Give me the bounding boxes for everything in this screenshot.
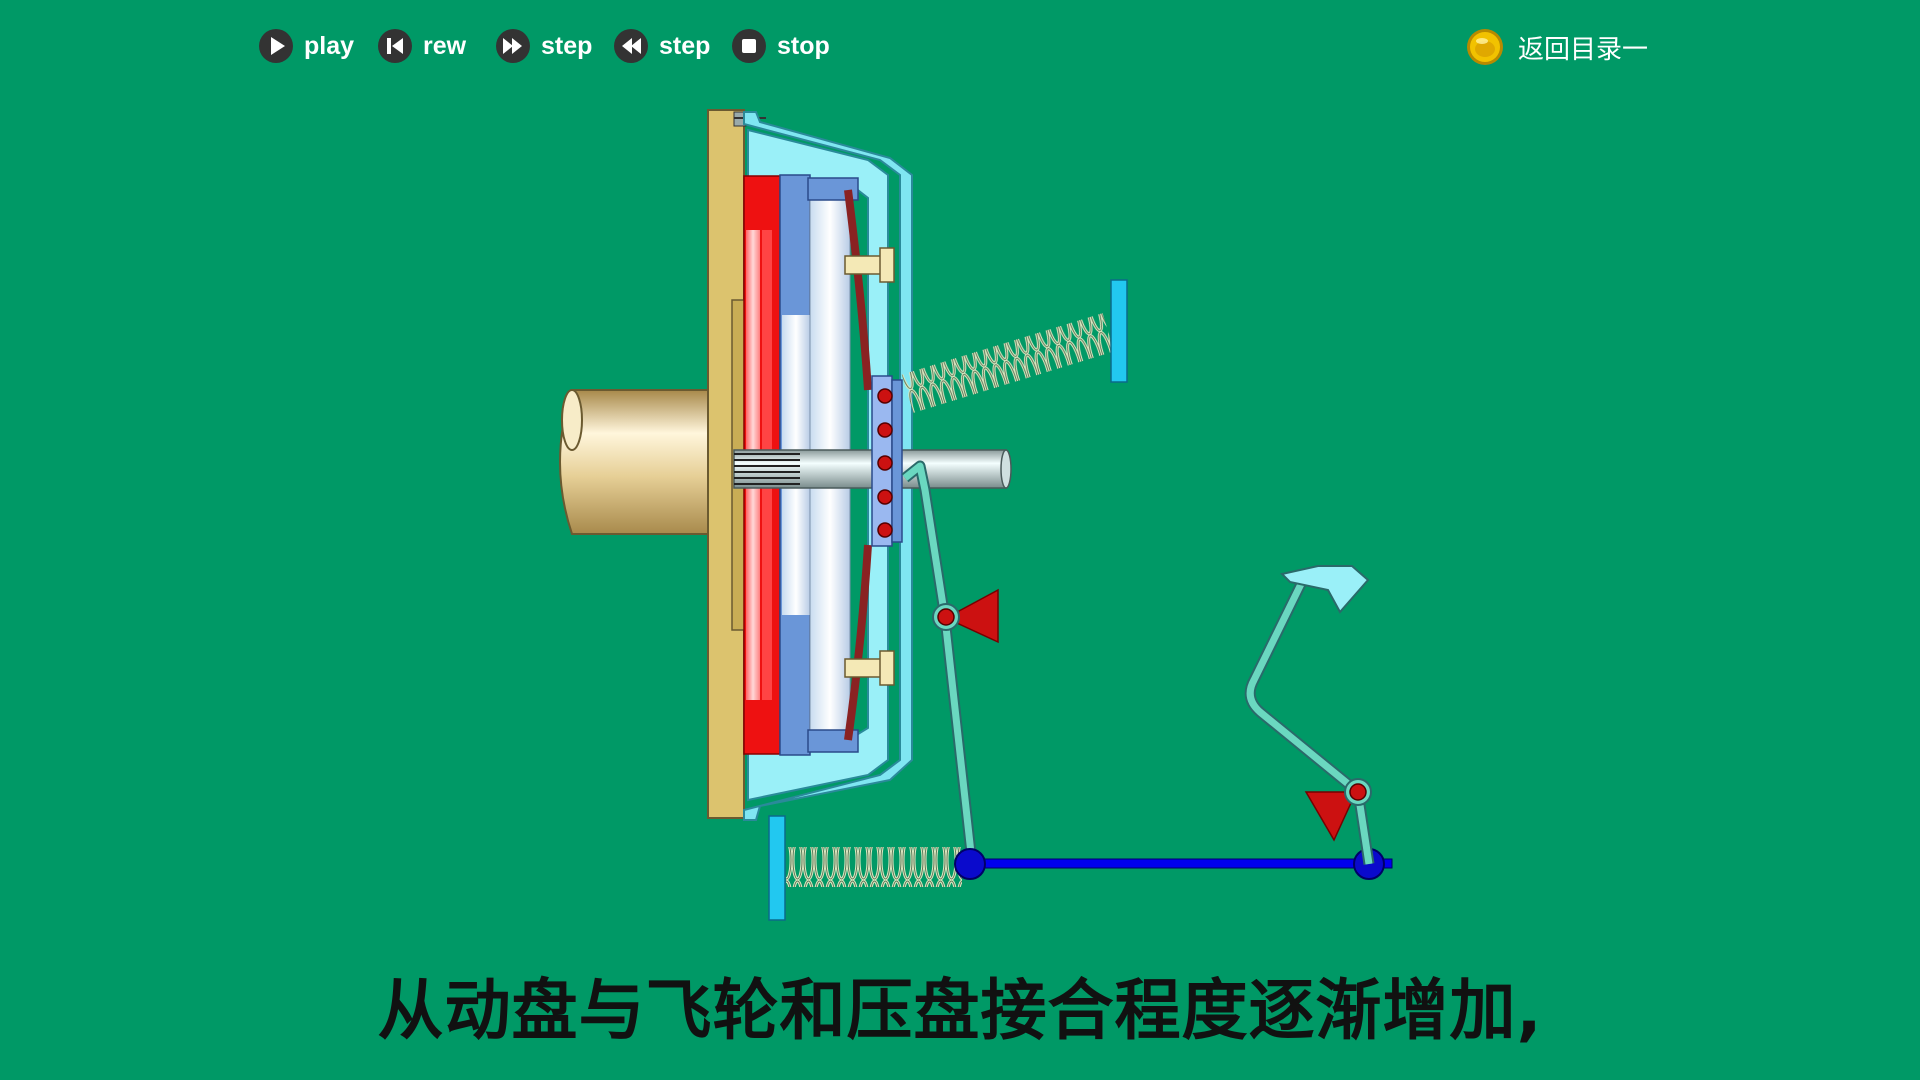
- step-forward-label: step: [541, 31, 593, 60]
- fast-rewind-icon: [614, 29, 648, 63]
- play-label: play: [304, 31, 355, 60]
- step-back-button[interactable]: step: [613, 26, 710, 66]
- upper-return-spring: [901, 313, 1115, 413]
- rewind-button[interactable]: rew: [377, 26, 466, 66]
- release-bearing: [871, 375, 903, 547]
- pull-rod: [954, 848, 1393, 880]
- lower-spring-anchor: [768, 815, 786, 921]
- play-icon: [259, 29, 293, 63]
- stop-icon: [732, 29, 766, 63]
- step-back-label: step: [659, 31, 711, 60]
- rewind-label: rew: [423, 31, 467, 60]
- pedal-pivot-support: [1304, 791, 1358, 842]
- lower-return-spring: [786, 847, 962, 887]
- input-shaft: [733, 449, 1012, 489]
- play-button[interactable]: play: [258, 26, 354, 66]
- pressure-plate-bolts: [844, 247, 895, 686]
- release-fork: [901, 460, 999, 863]
- return-to-menu-label: 返回目录一: [1518, 34, 1649, 65]
- engine-crankshaft: [559, 389, 711, 535]
- step-forward-button[interactable]: step: [495, 26, 592, 66]
- pedal-pad: [1280, 565, 1370, 614]
- stop-label: stop: [777, 31, 830, 60]
- return-to-menu-link[interactable]: 返回目录一: [1466, 26, 1648, 68]
- fork-pivot-support: [944, 588, 999, 644]
- rewind-to-start-icon: [378, 29, 412, 63]
- caption-text: 从动盘与飞轮和压盘接合程度逐渐增加,: [377, 972, 1543, 1049]
- yellow-button-icon: [1467, 29, 1503, 65]
- fast-forward-icon: [496, 29, 530, 63]
- stop-button[interactable]: stop: [731, 26, 830, 66]
- clutch-pedal: [1244, 565, 1375, 865]
- upper-spring-anchor: [1110, 279, 1128, 383]
- diaphragm-spring: [844, 189, 872, 741]
